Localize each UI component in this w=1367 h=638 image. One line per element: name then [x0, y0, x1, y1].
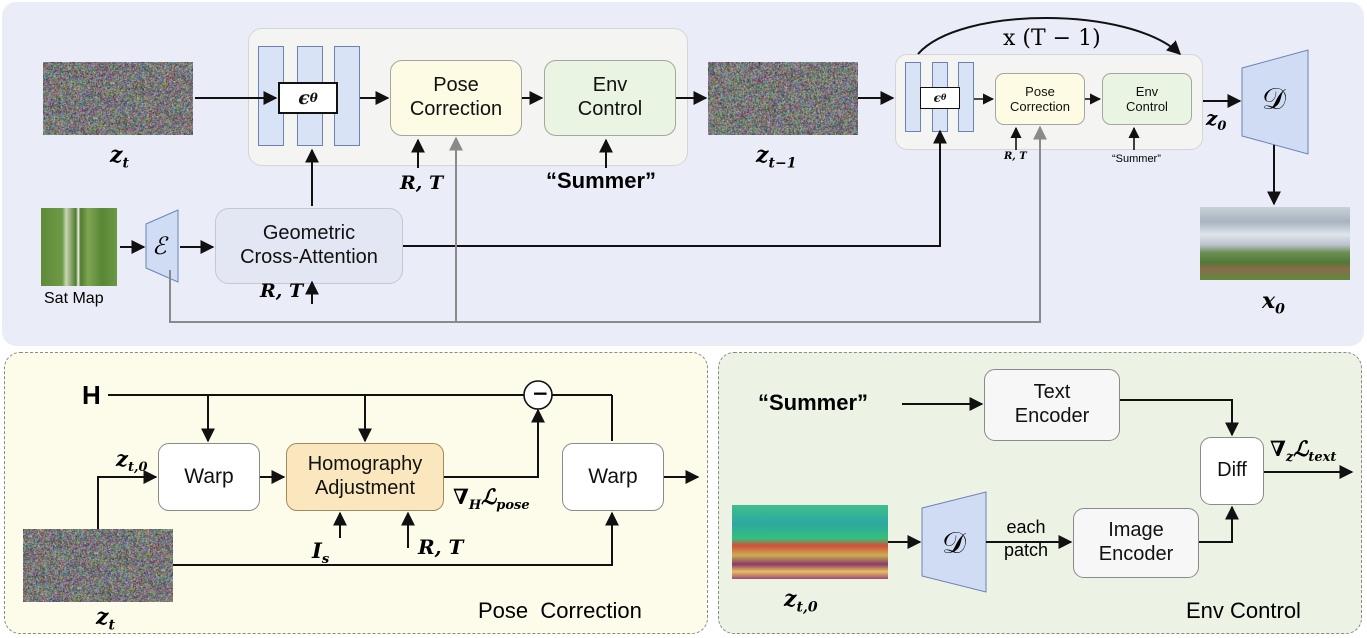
label-rt-2: R, T: [1004, 151, 1027, 162]
homography-adjustment-box: Homography Adjustment: [286, 443, 444, 511]
label-zt1-main: z: [756, 142, 769, 168]
epsilon-subscript: θ: [309, 90, 318, 105]
label-zt-pose-main: z: [96, 604, 109, 630]
noise-latent-zt: [43, 62, 193, 135]
label-zt: zt: [110, 142, 129, 171]
warp-box-2: Warp: [562, 443, 664, 511]
pose-correction-box-1: Pose Correction: [390, 60, 522, 136]
label-loop-count: x (T − 1): [1003, 26, 1101, 51]
label-Is-main: I: [312, 538, 322, 563]
label-z0-sub: 0: [1217, 119, 1227, 134]
label-rt-3: R, T: [260, 280, 304, 302]
label-summer-env: “Summer”: [758, 390, 869, 415]
label-zt-main: z: [110, 142, 123, 168]
encoder-trapezoid: [145, 209, 179, 283]
label-zt0-pose: zt,0: [116, 446, 148, 475]
label-H: H: [82, 380, 101, 410]
env-loss-sub: text: [1308, 450, 1337, 466]
label-grad-pose: ∇Hℒpose: [453, 484, 530, 513]
label-env-decoder: 𝒟: [942, 526, 966, 561]
epsilon-symbol: ϵ: [298, 86, 310, 109]
label-zt-minus-1: zt−1: [756, 142, 796, 171]
epsilon-subscript-2: θ: [940, 92, 947, 103]
env-control-box-1: Env Control: [544, 60, 676, 136]
label-zt0-sub: t,0: [127, 460, 148, 476]
label-x0-sub: 0: [1275, 301, 1285, 318]
env-grad-symbol: ∇: [1270, 436, 1286, 461]
label-x0: x0: [1262, 288, 1285, 317]
pose-panel-title: Pose Correction: [478, 598, 642, 623]
label-decoder: 𝒟: [1262, 82, 1286, 117]
decoder-trapezoid: [1241, 49, 1309, 155]
env-panel-title: Env Control: [1186, 598, 1301, 623]
label-zt-sub: t: [122, 155, 129, 172]
label-zt-pose-sub: t: [108, 617, 115, 634]
label-grad-text: ∇zℒtext: [1270, 436, 1336, 465]
label-zt0-env-sub: t,0: [796, 599, 818, 616]
label-sat-map: Sat Map: [44, 290, 104, 307]
label-each-patch: each patch: [1004, 517, 1049, 561]
label-summer-2: “Summer”: [1112, 153, 1161, 165]
text-encoder-box: Text Encoder: [984, 369, 1120, 441]
geometric-cross-attention-box: Geometric Cross-Attention: [215, 208, 403, 284]
unet-block-right-1: [334, 46, 360, 146]
label-encoder: ℰ: [152, 232, 167, 260]
env-decoder-trapezoid: [921, 491, 987, 593]
diff-box: Diff: [1200, 437, 1264, 505]
pose-correction-box-2: Pose Correction: [995, 73, 1085, 125]
env-loss-symbol: ℒ: [1293, 436, 1309, 461]
env-grad-sub: z: [1285, 450, 1294, 466]
loss-symbol: ℒ: [481, 484, 497, 509]
grad-symbol: ∇: [453, 484, 469, 509]
label-zt0-main: z: [116, 446, 128, 471]
label-minus: −: [532, 381, 549, 405]
warp-box-1: Warp: [158, 443, 260, 511]
satellite-map-image: [41, 208, 117, 286]
decoded-latent-zt0: [732, 505, 888, 579]
label-z0: z0: [1206, 106, 1226, 134]
env-control-box-2: Env Control: [1102, 73, 1192, 125]
label-zt-pose: zt: [96, 604, 115, 633]
label-rt-pose: R, T: [418, 535, 464, 559]
label-Is: Is: [312, 538, 329, 567]
label-zt0-env-main: z: [784, 586, 797, 612]
grad-sub: H: [468, 498, 482, 514]
loss-sub: pose: [496, 498, 530, 514]
noise-latent-zt-1: [708, 62, 858, 135]
label-zt1-sub: t−1: [768, 155, 797, 172]
label-rt-1: R, T: [400, 172, 444, 194]
label-z0-main: z: [1206, 106, 1218, 130]
label-x0-main: x: [1262, 288, 1276, 314]
label-zt0-env: zt,0: [784, 586, 818, 615]
image-encoder-box: Image Encoder: [1073, 508, 1199, 578]
label-summer-1: “Summer”: [546, 168, 657, 193]
epsilon-symbol-2: ϵ: [933, 90, 941, 105]
minus-circle: [523, 380, 553, 410]
output-panorama-x0: [1200, 207, 1350, 280]
label-Is-sub: s: [321, 552, 330, 568]
noise-latent-zt-pose: [23, 529, 173, 602]
